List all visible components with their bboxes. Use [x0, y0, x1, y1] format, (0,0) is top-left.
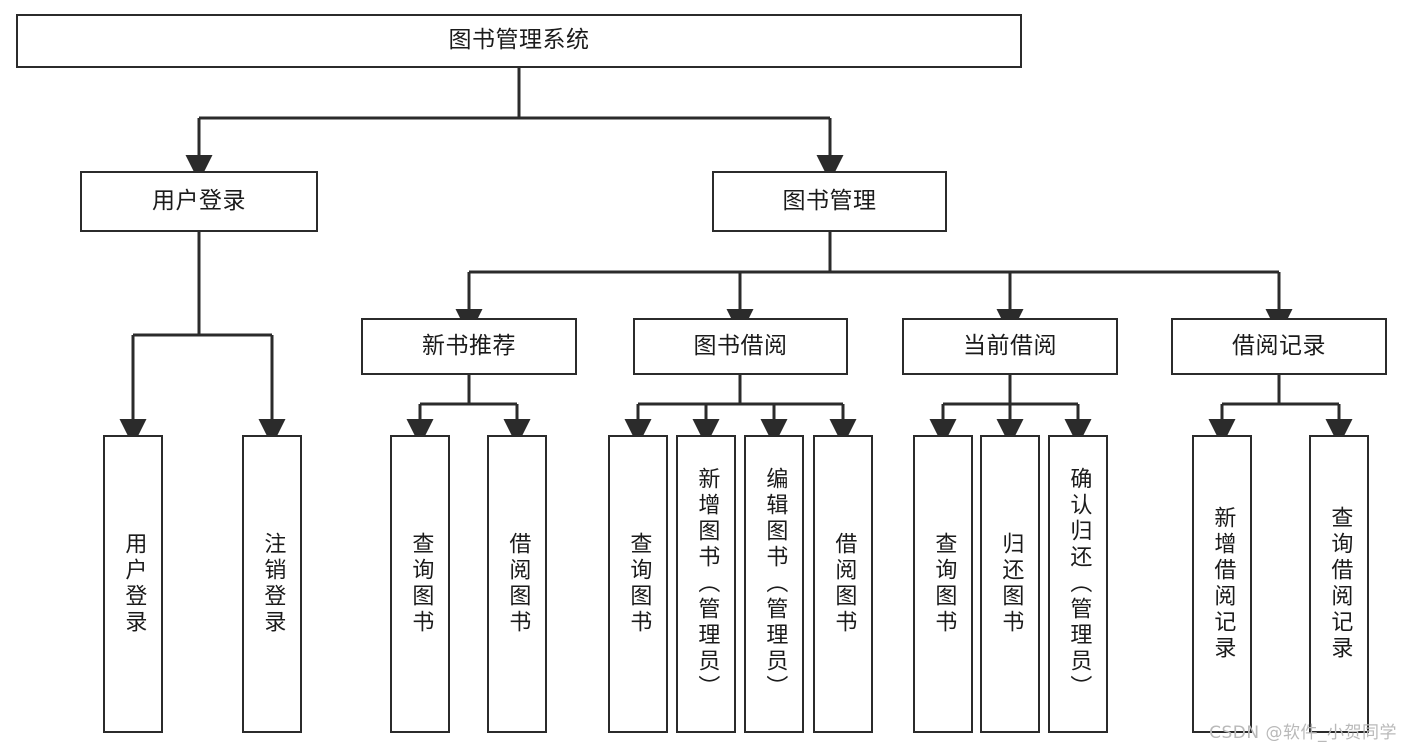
- node-label: 图书管理: [782, 187, 877, 214]
- edge-group-book-management: [455, 232, 1293, 336]
- node-label: 归还图书: [998, 532, 1024, 636]
- node-label: 编辑图书（管理员）: [762, 467, 788, 701]
- watermark-text: CSDN @软件_小贺同学: [1209, 723, 1397, 743]
- node-label: 图书借阅: [693, 332, 788, 359]
- node-label: 用户登录: [121, 532, 147, 636]
- node-leaf-add-book-admin[interactable]: 新增图书（管理员）: [676, 435, 736, 733]
- node-leaf-return-book[interactable]: 归还图书: [980, 435, 1040, 733]
- edge-group-user-login: [119, 232, 286, 446]
- edge-group-current-borrow: [929, 375, 1092, 446]
- node-label: 借阅图书: [831, 532, 857, 636]
- node-leaf-query-book-recommend[interactable]: 查询图书: [390, 435, 450, 733]
- node-label: 确认归还（管理员）: [1066, 467, 1092, 701]
- edge-group-new-book-recommend: [406, 375, 531, 446]
- node-root-library-management-system[interactable]: 图书管理系统: [16, 14, 1022, 68]
- node-book-management[interactable]: 图书管理: [712, 171, 947, 232]
- node-book-borrow[interactable]: 图书借阅: [633, 318, 848, 375]
- node-leaf-query-borrow-record[interactable]: 查询借阅记录: [1309, 435, 1369, 733]
- node-label: 新增图书（管理员）: [694, 467, 720, 701]
- node-new-book-recommend[interactable]: 新书推荐: [361, 318, 577, 375]
- node-leaf-add-borrow-record[interactable]: 新增借阅记录: [1192, 435, 1252, 733]
- node-leaf-query-book-borrow[interactable]: 查询图书: [608, 435, 668, 733]
- node-borrow-record[interactable]: 借阅记录: [1171, 318, 1387, 375]
- node-label: 查询图书: [626, 532, 652, 636]
- node-label: 新书推荐: [422, 332, 516, 359]
- node-leaf-query-book-current[interactable]: 查询图书: [913, 435, 973, 733]
- node-leaf-borrow-book[interactable]: 借阅图书: [813, 435, 873, 733]
- edge-group-root: [185, 68, 844, 182]
- node-leaf-confirm-return-admin[interactable]: 确认归还（管理员）: [1048, 435, 1108, 733]
- edge-group-borrow-record: [1208, 375, 1353, 446]
- node-label: 查询图书: [931, 532, 957, 636]
- node-label: 借阅记录: [1232, 332, 1326, 359]
- node-leaf-edit-book-admin[interactable]: 编辑图书（管理员）: [744, 435, 804, 733]
- node-leaf-user-login[interactable]: 用户登录: [103, 435, 163, 733]
- node-leaf-borrow-book-recommend[interactable]: 借阅图书: [487, 435, 547, 733]
- node-label: 用户登录: [152, 187, 246, 214]
- node-user-login[interactable]: 用户登录: [80, 171, 318, 232]
- node-label: 注销登录: [260, 532, 286, 636]
- node-label: 借阅图书: [505, 532, 531, 636]
- node-label: 查询图书: [408, 532, 434, 636]
- node-label: 图书管理系统: [448, 27, 590, 54]
- node-label: 当前借阅: [963, 332, 1057, 359]
- node-leaf-user-logout[interactable]: 注销登录: [242, 435, 302, 733]
- node-label: 新增借阅记录: [1210, 506, 1236, 662]
- node-label: 查询借阅记录: [1327, 506, 1353, 662]
- node-current-borrow[interactable]: 当前借阅: [902, 318, 1118, 375]
- edge-group-book-borrow: [624, 375, 857, 446]
